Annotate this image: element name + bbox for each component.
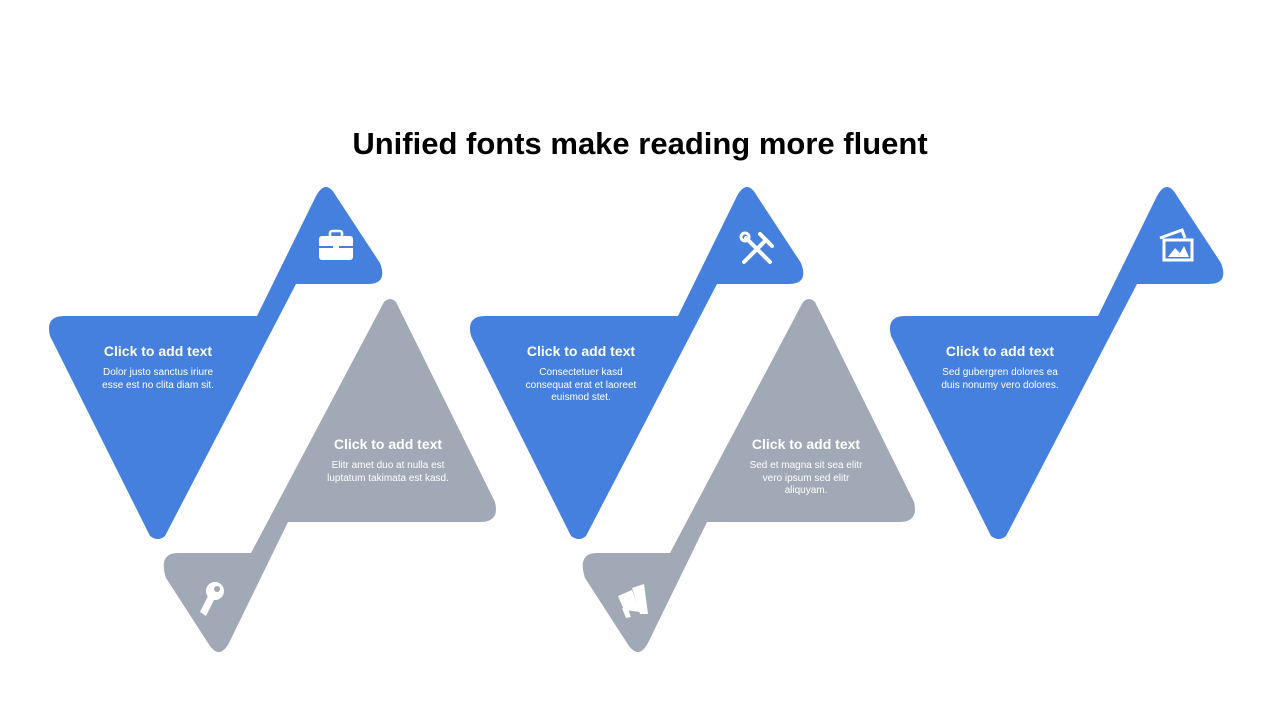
step-2-shape	[163, 299, 496, 652]
step-5-body[interactable]: Sed gubergren dolores ea duis nonumy ver…	[941, 367, 1059, 391]
key-icon	[200, 582, 224, 616]
hammer-wrench-icon	[739, 231, 774, 264]
step-4-heading[interactable]: Click to add text	[751, 436, 861, 452]
step-5-text: Click to add text Sed gubergren dolores …	[937, 342, 1063, 392]
step-4-shape	[582, 299, 915, 652]
step-3-body[interactable]: Consectetuer kasd consequat erat et laor…	[525, 367, 637, 403]
image-gallery-icon	[1159, 228, 1194, 262]
step-3-text: Click to add text Consectetuer kasd cons…	[517, 342, 645, 405]
briefcase-icon	[319, 229, 353, 260]
step-5-heading[interactable]: Click to add text	[945, 343, 1055, 359]
step-3-heading[interactable]: Click to add text	[526, 343, 636, 359]
step-4-text: Click to add text Sed et magna sit sea e…	[743, 435, 869, 498]
step-5-shape	[889, 187, 1224, 539]
step-2-heading[interactable]: Click to add text	[333, 436, 443, 452]
step-3-shape	[469, 187, 804, 539]
page-title: Unified fonts make reading more fluent	[352, 126, 928, 161]
step-1-shape	[48, 187, 383, 539]
step-1-body[interactable]: Dolor justo sanctus iriure esse est no c…	[102, 367, 214, 391]
step-2-text: Click to add text Elitr amet duo at null…	[326, 435, 450, 485]
step-2-body[interactable]: Elitr amet duo at nulla est luptatum tak…	[327, 460, 449, 484]
megaphone-icon	[618, 584, 648, 618]
step-1-text: Click to add text Dolor justo sanctus ir…	[95, 342, 221, 392]
step-4-body[interactable]: Sed et magna sit sea elitr vero ipsum se…	[749, 460, 863, 496]
step-1-heading[interactable]: Click to add text	[103, 343, 213, 359]
